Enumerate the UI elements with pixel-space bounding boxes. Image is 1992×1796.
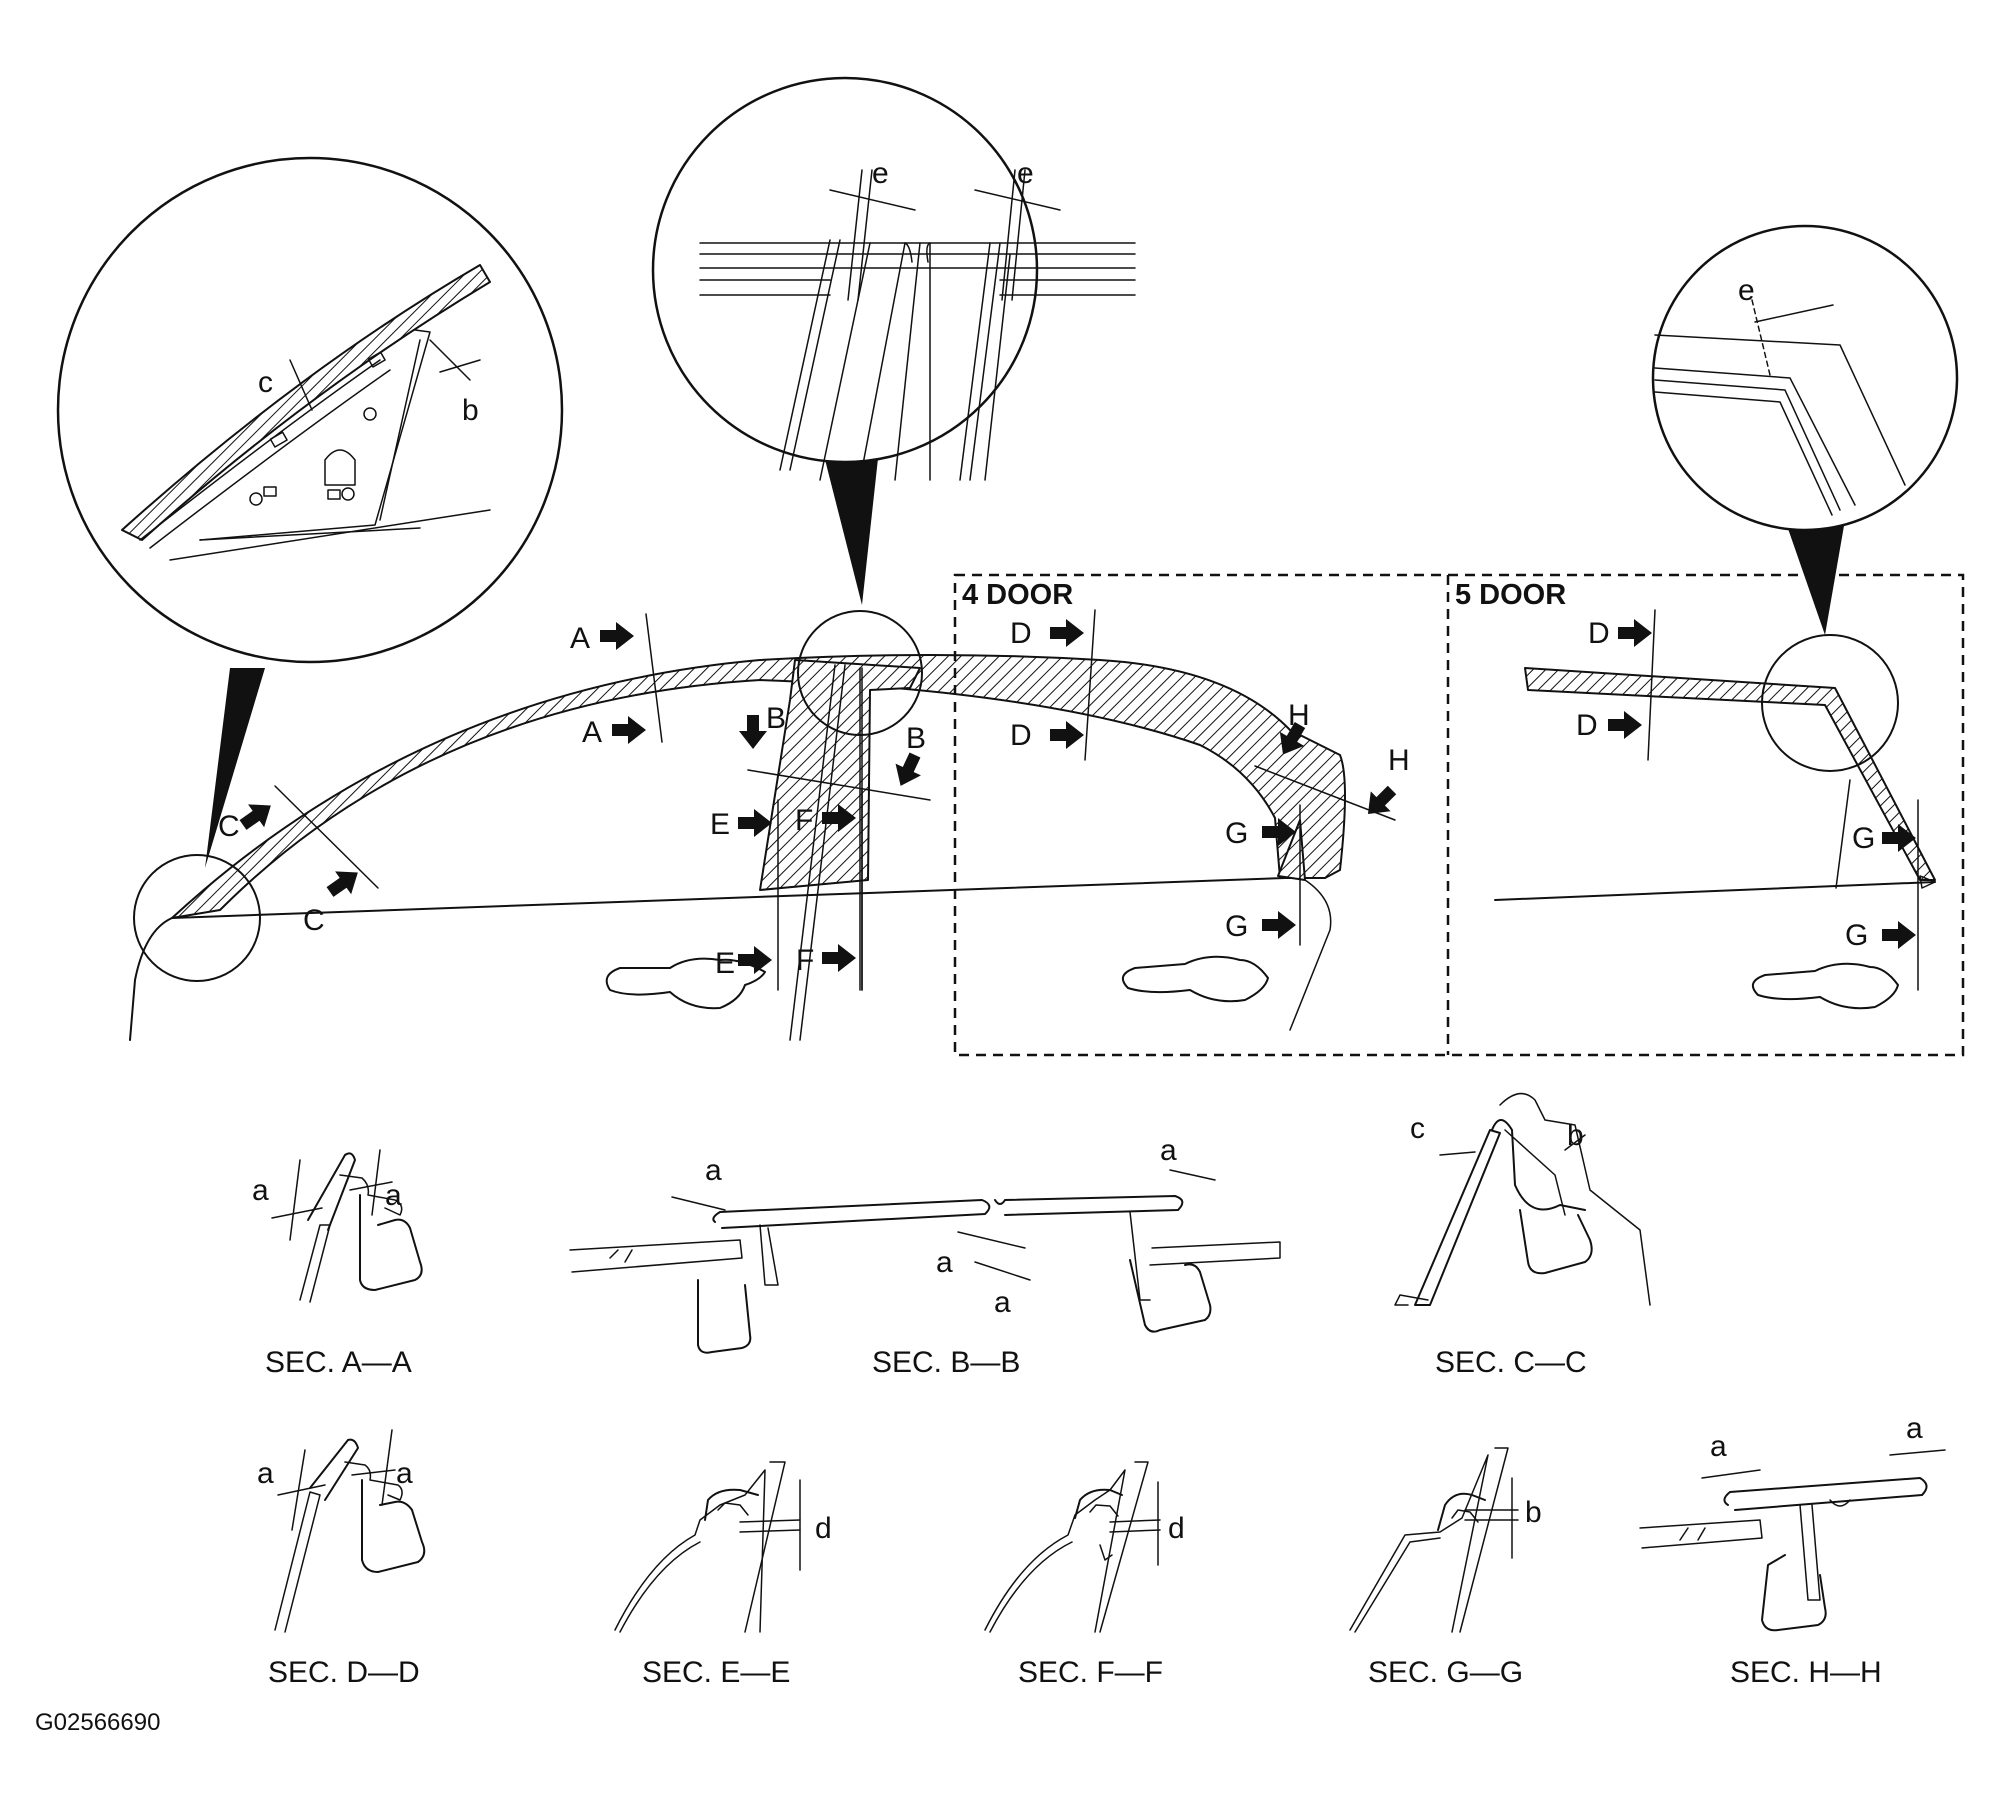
cut-label-e-bottom: E (715, 947, 735, 980)
gap-label-a-bb-center-bottom: a (994, 1286, 1011, 1319)
cut-label-b-left: B (766, 702, 786, 735)
cut-label-c-bottom: C (303, 904, 325, 937)
gap-label-a-bb-right: a (1160, 1134, 1177, 1167)
side-view-front-door: A A B B C C E F E F G G H H D D (129, 609, 1410, 1041)
door-panels: 4 DOOR 5 DOOR D D G G (953, 573, 1965, 1057)
section-dd: a a SEC. D—D (257, 1429, 426, 1689)
gap-label-e-zoom-left: e (872, 157, 889, 190)
cut-label-d-bottom-5door: D (1576, 709, 1598, 742)
door-handle-5door (1751, 962, 1899, 1010)
gap-label-b-zoom: b (462, 394, 479, 427)
gap-label-b-gg: b (1525, 1496, 1542, 1529)
gap-label-e-zoom-5door: e (1738, 274, 1755, 307)
cut-label-a-top: A (570, 622, 590, 655)
zoom-b-pillar-top: e e (651, 76, 1136, 736)
section-title-hh: SEC. H—H (1730, 1656, 1882, 1689)
zoom-front-corner: c b (56, 156, 564, 982)
cut-label-h-right: H (1388, 744, 1410, 777)
section-title-ee: SEC. E—E (642, 1656, 790, 1689)
section-hh: a a SEC. H—H (1639, 1412, 1946, 1689)
cut-label-d-top-4door: D (1010, 617, 1032, 650)
cut-label-e-top: E (710, 808, 730, 841)
cut-line-b (747, 769, 931, 801)
gap-label-e-zoom-right: e (1017, 157, 1034, 190)
cut-label-d-top-5door: D (1588, 617, 1610, 650)
cut-line-c (274, 785, 379, 889)
figure-code: G02566690 (35, 1709, 160, 1736)
panel-label-5-door: 5 DOOR (1455, 579, 1566, 611)
section-title-dd: SEC. D—D (268, 1656, 420, 1689)
gap-label-c-zoom: c (258, 366, 273, 399)
section-aa: a a SEC. A—A (252, 1149, 423, 1379)
section-gg: b SEC. G—G (1349, 1447, 1542, 1689)
section-title-gg: SEC. G—G (1368, 1656, 1523, 1689)
gap-label-d-ff: d (1168, 1512, 1185, 1545)
section-title-aa: SEC. A—A (265, 1346, 412, 1379)
door-handle-front (605, 957, 766, 1010)
cut-label-g-bottom: G (1225, 910, 1248, 943)
b-pillar (759, 659, 921, 891)
cut-label-c-top: C (218, 810, 240, 843)
gap-label-a-bb-center-top: a (936, 1246, 953, 1279)
section-bb: a a a a SEC. B—B (569, 1134, 1281, 1379)
section-title-cc: SEC. C—C (1435, 1346, 1587, 1379)
section-title-bb: SEC. B—B (872, 1346, 1020, 1379)
zoom-5door-corner: e (1651, 224, 1959, 772)
gap-label-c-cc: c (1410, 1112, 1425, 1145)
cut-line-a (645, 613, 663, 743)
door-handle-4door (1121, 955, 1269, 1003)
gap-label-a-aa-right: a (385, 1179, 402, 1212)
gap-label-a-hh-right: a (1906, 1412, 1923, 1445)
panel-label-4-door: 4 DOOR (962, 579, 1073, 611)
cut-label-h-left: H (1288, 699, 1310, 732)
cut-label-g-bottom-5door: G (1845, 919, 1868, 952)
section-ee: d SEC. E—E (614, 1461, 832, 1689)
rear-molding-piece (1277, 819, 1306, 881)
gap-label-a-aa-left: a (252, 1174, 269, 1207)
cut-label-g-top: G (1225, 817, 1248, 850)
section-title-ff: SEC. F—F (1018, 1656, 1163, 1689)
cut-label-g-top-5door: G (1852, 822, 1875, 855)
gap-label-b-cc: b (1567, 1119, 1584, 1152)
section-ff: d SEC. F—F (984, 1461, 1185, 1689)
cut-label-d-bottom-4door: D (1010, 719, 1032, 752)
gap-label-a-hh-left: a (1710, 1430, 1727, 1463)
cut-label-b-right: B (906, 722, 926, 755)
gap-label-a-bb-left: a (705, 1154, 722, 1187)
gap-label-d-ee: d (815, 1512, 832, 1545)
gap-label-a-dd-right: a (396, 1457, 413, 1490)
section-cc: c b SEC. C—C (1394, 1092, 1651, 1379)
roof-molding (171, 654, 1346, 919)
gap-label-a-dd-left: a (257, 1457, 274, 1490)
cut-label-f-top: F (795, 804, 813, 837)
cut-label-a-bottom: A (582, 716, 602, 749)
cut-label-f-bottom: F (796, 944, 814, 977)
